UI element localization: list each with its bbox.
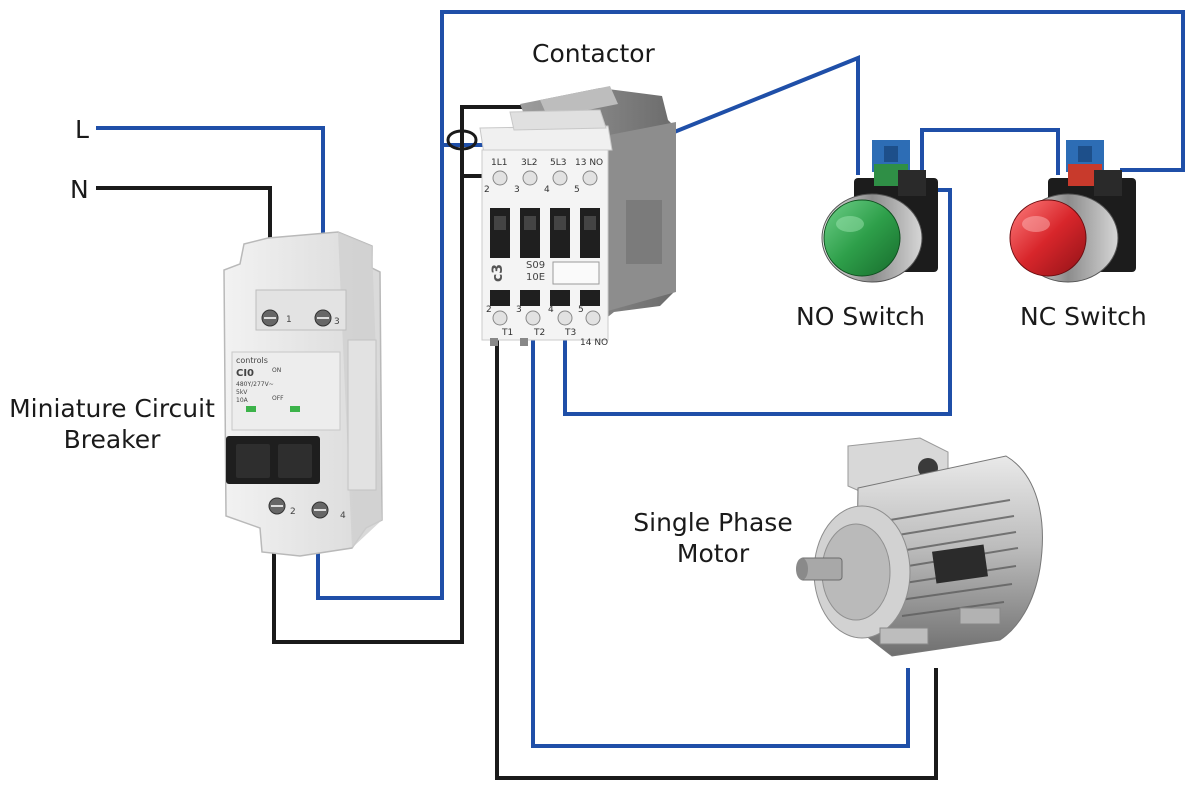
nc-switch[interactable] <box>1009 140 1136 283</box>
contactor-screw-bottom-2 <box>525 310 541 326</box>
contactor-top-number-3: 4 <box>544 185 550 195</box>
no-button[interactable] <box>823 199 901 277</box>
wire-no-to-t3 <box>563 188 952 416</box>
contactor-top-terminal-13no: 13 NO <box>575 158 603 168</box>
label-nc-switch: NC Switch <box>1020 302 1147 331</box>
contactor-screw-top-2 <box>522 170 538 186</box>
mcb-terminal-1-label: 1 <box>286 315 292 325</box>
contactor-screw-top-3 <box>552 170 568 186</box>
label-no-switch: NO Switch <box>796 302 925 331</box>
contactor-top-number-1: 2 <box>484 185 490 195</box>
contactor-top-number-4: 5 <box>574 185 580 195</box>
mcb-rating-1: 480Y/277V~ <box>236 381 274 388</box>
contactor-screw-top-1 <box>492 170 508 186</box>
contactor-bottom-number-1: 2 <box>486 305 492 315</box>
mcb-brand: controls <box>236 356 268 365</box>
contactor-top-terminal-1l1: 1L1 <box>491 158 507 168</box>
label-line: L <box>75 115 89 144</box>
mcb-terminal-4-label: 4 <box>340 511 346 521</box>
contactor-model-2: 10E <box>526 272 545 283</box>
label-mcb-line1: Miniature Circuit <box>9 394 215 423</box>
no-switch[interactable] <box>821 140 938 283</box>
wire-hop <box>446 129 478 151</box>
label-motor: Single Phase Motor <box>628 507 798 569</box>
contactor-bottom-terminal-t2: T2 <box>533 328 545 338</box>
contactor-bottom-number-4: 5 <box>578 305 584 315</box>
wire-top-loop-to-nc <box>440 10 1185 172</box>
wire-no-to-nc <box>920 128 1060 175</box>
label-mcb-line2: Breaker <box>63 425 161 454</box>
wires <box>96 10 1185 780</box>
label-neutral: N <box>70 175 89 204</box>
contactor-screw-bottom-3 <box>557 310 573 326</box>
contactor-model-1: S09 <box>526 260 545 271</box>
label-contactor: Contactor <box>532 39 655 68</box>
mcb-rating-2: 5kV <box>236 389 248 396</box>
label-mcb: Miniature Circuit Breaker <box>8 393 216 455</box>
contactor-bottom-terminal-t3: T3 <box>564 328 576 338</box>
wire-t2-to-motor <box>531 318 910 748</box>
contactor-bottom-number-3: 4 <box>548 305 554 315</box>
mcb-terminal-2-label: 2 <box>290 507 296 517</box>
label-motor-line1: Single Phase <box>633 508 793 537</box>
mcb-indicator-right <box>290 406 300 412</box>
contactor-top-terminal-5l3: 5L3 <box>550 158 566 168</box>
contactor-screw-bottom-1 <box>492 310 508 326</box>
contactor-bottom-terminal-14no: 14 NO <box>580 338 608 348</box>
mcb-rating-3: 10A <box>236 397 249 404</box>
mcb-off-label: OFF <box>272 395 284 402</box>
contactor-top-terminal-3l2: 3L2 <box>521 158 537 168</box>
contactor-top-number-2: 3 <box>514 185 520 195</box>
single-phase-motor <box>796 437 1043 657</box>
contactor-logo: c3 <box>490 264 506 282</box>
mcb-indicator-left <box>246 406 256 412</box>
mcb-terminal-3-label: 3 <box>334 317 340 327</box>
motor-nameplate <box>932 544 988 584</box>
contactor-bottom-terminal-t1: T1 <box>501 328 513 338</box>
miniature-circuit-breaker: 1 3 controls CI0 480Y/277V~ 5kV 10A ON O… <box>223 231 383 557</box>
mcb-model: CI0 <box>236 368 254 379</box>
wire-t1-to-motor <box>495 318 938 780</box>
label-motor-line2: Motor <box>676 539 750 568</box>
contactor-bottom-number-2: 3 <box>516 305 522 315</box>
contactor: 1L1 3L2 5L3 13 NO 2 3 4 5 c3 S09 10E <box>479 86 676 348</box>
mcb-on-label: ON <box>272 367 281 374</box>
contactor-screw-top-4 <box>582 170 598 186</box>
nc-button[interactable] <box>1009 199 1087 277</box>
wire-mcb-to-coil <box>272 174 495 644</box>
contactor-screw-bottom-4 <box>585 310 601 326</box>
